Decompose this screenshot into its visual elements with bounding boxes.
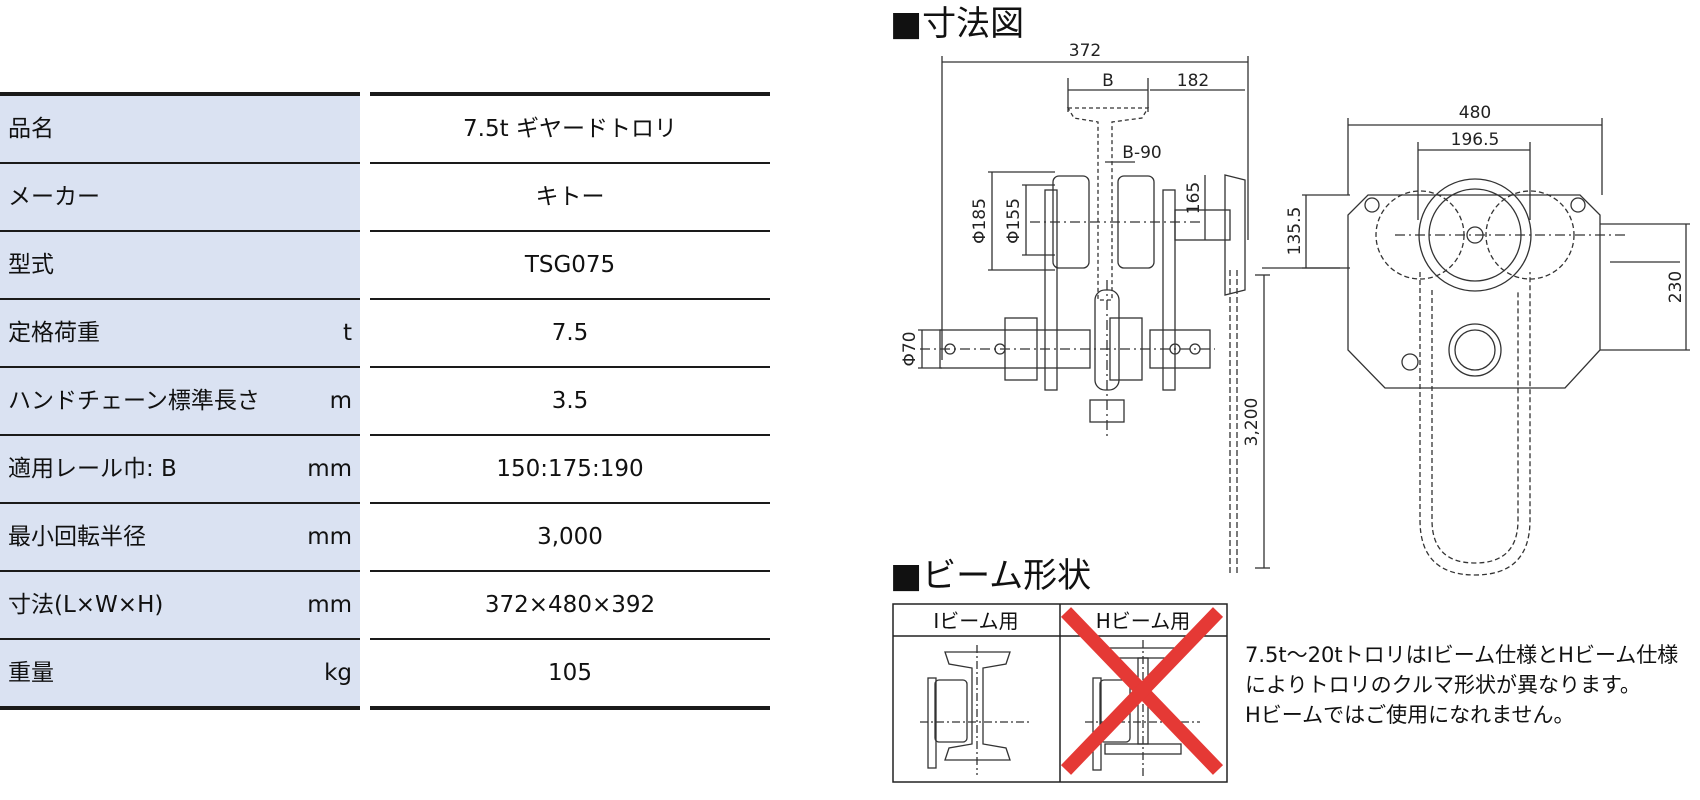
row-unit: t (342, 320, 352, 346)
beam-shape-heading: ■ビーム形状 (890, 556, 1092, 596)
row-value: 3.5 (370, 368, 770, 436)
row-label-cell: 重量 kg (0, 640, 360, 708)
row-value: 7.5t ギヤードトロリ (370, 96, 770, 164)
note-line: 7.5t～20tトロリはIビーム仕様とHビーム仕様 (1245, 643, 1679, 667)
row-unit: mm (307, 524, 352, 550)
note-line: によりトロリのクルマ形状が異なります。 (1245, 673, 1641, 697)
table-bottom-rule-left (0, 706, 360, 710)
row-label: 適用レール巾: B (8, 456, 177, 482)
dimension-labels: 372 B 182 B-90 Φ185 Φ155 165 Φ70 3,200 4… (900, 41, 1686, 446)
beam-shape-table: Iビーム用 Hビーム用 (892, 603, 1228, 783)
beam-note: 7.5t～20tトロリはIビーム仕様とHビーム仕様 によりトロリのクルマ形状が異… (1245, 640, 1695, 730)
row-label: メーカー (8, 184, 100, 210)
table-row: 最小回転半径 mm 3,000 (0, 504, 770, 572)
table-row: ハンドチェーン標準長さ m 3.5 (0, 368, 770, 436)
row-label-cell: ハンドチェーン標準長さ m (0, 368, 360, 436)
row-unit: kg (324, 660, 352, 686)
table-row: 品名 7.5t ギヤードトロリ (0, 96, 770, 164)
row-value: 7.5 (370, 300, 770, 368)
row-label-cell: 寸法(L×W×H) mm (0, 572, 360, 640)
spec-table: 品名 7.5t ギヤードトロリ メーカー キトー 型式 TSG075 定格荷重 … (0, 92, 770, 710)
table-row: 寸法(L×W×H) mm 372×480×392 (0, 572, 770, 640)
h-beam-label: Hビーム用 (1096, 609, 1190, 633)
row-label-cell: 最小回転半径 mm (0, 504, 360, 572)
note-line: Hビームではご使用になれません。 (1245, 703, 1575, 727)
row-unit: mm (307, 592, 352, 618)
dim-182: 182 (1177, 71, 1209, 91)
row-label-cell: 型式 (0, 232, 360, 300)
table-row: 重量 kg 105 (0, 640, 770, 708)
row-value: キトー (370, 164, 770, 232)
front-view (1262, 118, 1690, 576)
row-value: 105 (370, 640, 770, 708)
row-label-cell: 定格荷重 t (0, 300, 360, 368)
table-row: 定格荷重 t 7.5 (0, 300, 770, 368)
row-value: TSG075 (370, 232, 770, 300)
side-view (918, 56, 1270, 575)
dim-372: 372 (1069, 41, 1101, 61)
dim-480: 480 (1459, 103, 1491, 123)
table-top-rule-left (0, 92, 360, 96)
row-unit: m (329, 388, 352, 414)
dim-b: B (1102, 71, 1114, 91)
not-applicable-cross-icon (1060, 607, 1224, 775)
row-label: 型式 (8, 252, 54, 278)
table-row: 適用レール巾: B mm 150:175:190 (0, 436, 770, 504)
dim-phi70: Φ70 (900, 331, 920, 366)
table-row: 型式 TSG075 (0, 232, 770, 300)
table-row: メーカー キトー (0, 164, 770, 232)
row-label: 定格荷重 (8, 320, 100, 346)
row-unit: mm (307, 456, 352, 482)
row-value: 150:175:190 (370, 436, 770, 504)
row-label: ハンドチェーン標準長さ (8, 388, 260, 414)
row-label: 寸法(L×W×H) (8, 592, 164, 618)
row-label-cell: 適用レール巾: B mm (0, 436, 360, 504)
i-beam-sketch (920, 645, 1030, 775)
row-value: 372×480×392 (370, 572, 770, 640)
dim-phi155: Φ155 (1004, 198, 1024, 244)
row-label: 最小回転半径 (8, 524, 146, 550)
h-beam-sketch (1085, 640, 1200, 778)
dim-135-5: 135.5 (1285, 207, 1305, 256)
i-beam-label: Iビーム用 (933, 609, 1018, 633)
dim-196-5: 196.5 (1451, 130, 1500, 150)
dim-b-90: B-90 (1122, 143, 1161, 163)
row-label: 品名 (8, 116, 54, 142)
dim-phi185: Φ185 (970, 198, 990, 244)
row-label-cell: 品名 (0, 96, 360, 164)
table-bottom-rule-right (370, 706, 770, 710)
row-label-cell: メーカー (0, 164, 360, 232)
row-label: 重量 (8, 660, 54, 686)
table-top-rule-right (370, 92, 770, 96)
dim-230: 230 (1666, 271, 1686, 303)
dimension-drawing-heading: ■寸法図 (890, 4, 1025, 44)
dim-165: 165 (1184, 182, 1204, 214)
row-value: 3,000 (370, 504, 770, 572)
dim-3200: 3,200 (1242, 398, 1262, 447)
